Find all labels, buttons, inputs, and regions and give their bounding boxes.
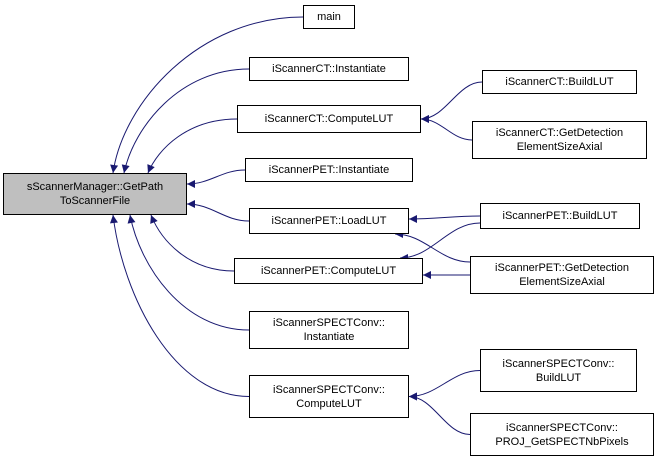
node-spect-comp[interactable]: iScannerSPECTConv::ComputeLUT (249, 375, 409, 418)
node-label-line: PROJ_GetSPECTNbPixels (495, 435, 629, 448)
node-pet-inst[interactable]: iScannerPET::Instantiate (245, 158, 413, 182)
node-ct-build[interactable]: iScannerCT::BuildLUT (482, 70, 637, 94)
node-label-line: ComputeLUT (296, 397, 362, 410)
node-main[interactable]: main (303, 5, 355, 29)
edge-pet-load-to-root (186, 200, 250, 222)
edge-ct-inst-to-root (121, 68, 250, 174)
node-label-line: iScannerPET::Instantiate (268, 164, 390, 176)
edge-pet-comp-to-root (150, 214, 235, 272)
node-label-line: iScannerCT::ComputeLUT (264, 113, 394, 125)
node-spect-inst[interactable]: iScannerSPECTConv::Instantiate (249, 311, 409, 349)
node-label-line: sScannerManager::GetPath (26, 181, 164, 193)
node-spect-proj[interactable]: iScannerSPECTConv::PROJ_GetSPECTNbPixels (470, 413, 654, 456)
node-spect-build[interactable]: iScannerSPECTConv::BuildLUT (480, 349, 637, 392)
node-label-line: iScannerCT::BuildLUT (505, 76, 614, 88)
node-label-line: main (317, 11, 341, 23)
node-label-line: iScannerSPECTConv:: (502, 357, 615, 370)
node-label-line: iScannerSPECTConv:: (506, 421, 618, 434)
edge-pet-build-to-pet-load (408, 214, 481, 223)
node-ct-comp[interactable]: iScannerCT::ComputeLUT (237, 105, 421, 133)
edge-ct-comp-to-root (147, 118, 238, 174)
node-label-line: iScannerSPECTConv:: (273, 317, 385, 329)
node-label-line: iScannerPET::ComputeLUT (260, 265, 397, 277)
edge-ct-build-to-ct-comp (420, 81, 483, 123)
edge-spect-inst-to-root (127, 214, 250, 331)
edge-spect-comp-to-root (110, 214, 250, 397)
node-pet-build[interactable]: iScannerPET::BuildLUT (480, 203, 640, 229)
node-label-line: iScannerPET::GetDetection (495, 262, 629, 274)
node-ct-inst[interactable]: iScannerCT::Instantiate (249, 57, 409, 81)
node-label-line: iScannerCT::Instantiate (272, 63, 386, 75)
node-label-line: Instantiate (303, 331, 355, 343)
node-label-line: iScannerPET::BuildLUT (502, 210, 618, 222)
edge-pet-inst-to-root (186, 169, 246, 188)
node-label-line: ElementSizeAxial (519, 276, 605, 288)
edge-spect-proj-to-spect-comp (408, 392, 471, 435)
edge-main-to-root (110, 16, 304, 174)
node-pet-comp[interactable]: iScannerPET::ComputeLUT (234, 258, 423, 284)
edge-spect-build-to-spect-comp (408, 370, 481, 401)
node-label-line: iScannerCT::GetDetection (495, 127, 624, 139)
node-pet-load[interactable]: iScannerPET::LoadLUT (249, 208, 409, 234)
edge-ct-getdet-to-ct-comp (420, 115, 473, 141)
node-label-line: BuildLUT (535, 371, 582, 384)
node-label-line: iScannerPET::LoadLUT (271, 215, 387, 227)
node-label-line: iScannerSPECTConv:: (273, 383, 385, 396)
node-label-line: ElementSizeAxial (516, 141, 603, 153)
edge-pet-build-to-pet-comp (399, 222, 481, 262)
node-label-line: ToScannerFile (59, 195, 131, 207)
edge-pet-getdet-to-pet-load (394, 230, 471, 263)
